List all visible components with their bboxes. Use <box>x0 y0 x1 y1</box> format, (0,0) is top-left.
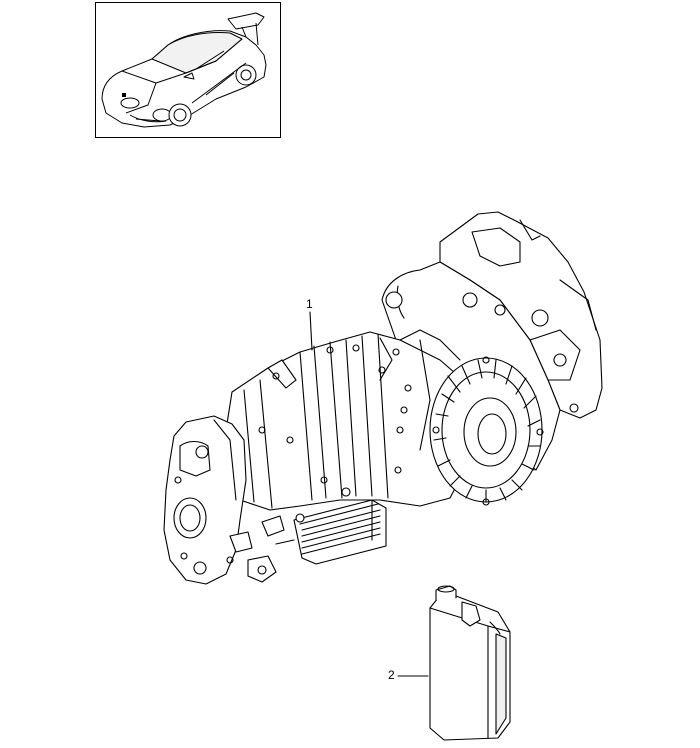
differential-flange <box>429 356 544 506</box>
oil-cooler <box>293 487 387 565</box>
car-illustration <box>101 12 267 128</box>
sensor-clips <box>229 515 295 583</box>
vehicle-thumbnail <box>95 2 281 138</box>
oil-container <box>429 585 511 741</box>
gearbox-case <box>225 329 481 511</box>
callout-1: 1 <box>306 297 313 311</box>
callout-2: 2 <box>388 668 395 682</box>
leader-line-1 <box>309 311 313 351</box>
rear-cover <box>163 415 247 585</box>
